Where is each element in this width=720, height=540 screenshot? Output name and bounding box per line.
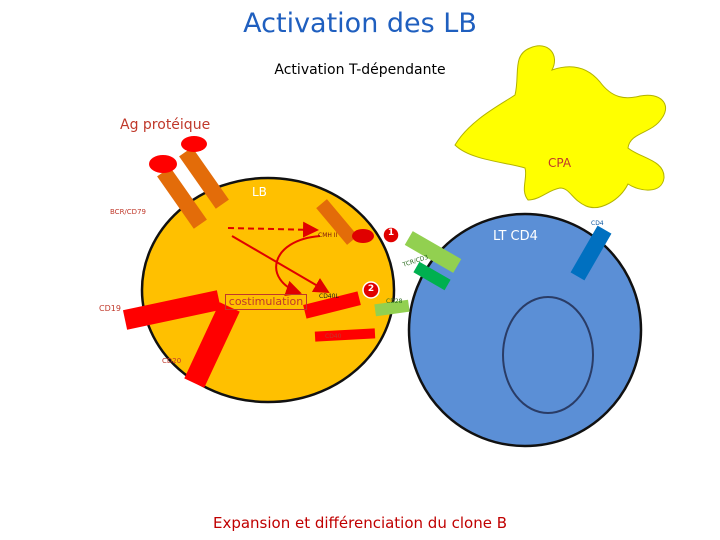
signal-arrow-curved [275, 235, 321, 297]
cd40-molecule [303, 291, 361, 319]
cd4-molecule [570, 225, 612, 281]
t-cell-label: LT CD4 [493, 229, 538, 244]
cd28-label: CD28 [386, 298, 403, 305]
bcr-receptor [149, 147, 229, 229]
b-cell-label: LB [252, 185, 267, 199]
apc-cell [454, 45, 667, 208]
cd40-label: CD40 [325, 333, 342, 340]
antigen-label: Ag protéique [120, 117, 211, 133]
cd20-label: CD20 [162, 357, 182, 365]
mhc2-label: CMH II [318, 232, 338, 239]
antigen-particle [181, 136, 207, 152]
cd20-molecule [184, 302, 240, 388]
costimulation-label: costimulation [225, 294, 307, 310]
cd19-label: CD19 [99, 304, 121, 313]
footer-caption: Expansion et différenciation du clone B [212, 514, 507, 532]
bcr-label: BCR/CD79 [110, 208, 146, 216]
cd19-molecule [122, 290, 222, 330]
signal-arrow-straight [227, 221, 319, 238]
mhc2-molecule [316, 199, 374, 245]
page-title: Activation des LB [243, 8, 477, 39]
subtitle: Activation T-dépendante [274, 62, 446, 78]
cd40l-label: CD40L [319, 293, 339, 300]
signal-1-marker [382, 226, 400, 244]
cd4-label: CD4 [591, 220, 604, 227]
cd40-bar [314, 328, 376, 342]
tcr-complex [404, 231, 462, 291]
signal-1-label: 1 [387, 228, 395, 238]
cd28-molecule [374, 299, 410, 317]
t-cell-nucleus [502, 296, 594, 414]
signal-arrow-diagonal [231, 235, 330, 294]
signal-2-marker [362, 281, 380, 299]
b-cell [140, 176, 396, 404]
apc-label: CPA [548, 156, 572, 170]
signal-2-label: 2 [367, 284, 375, 294]
